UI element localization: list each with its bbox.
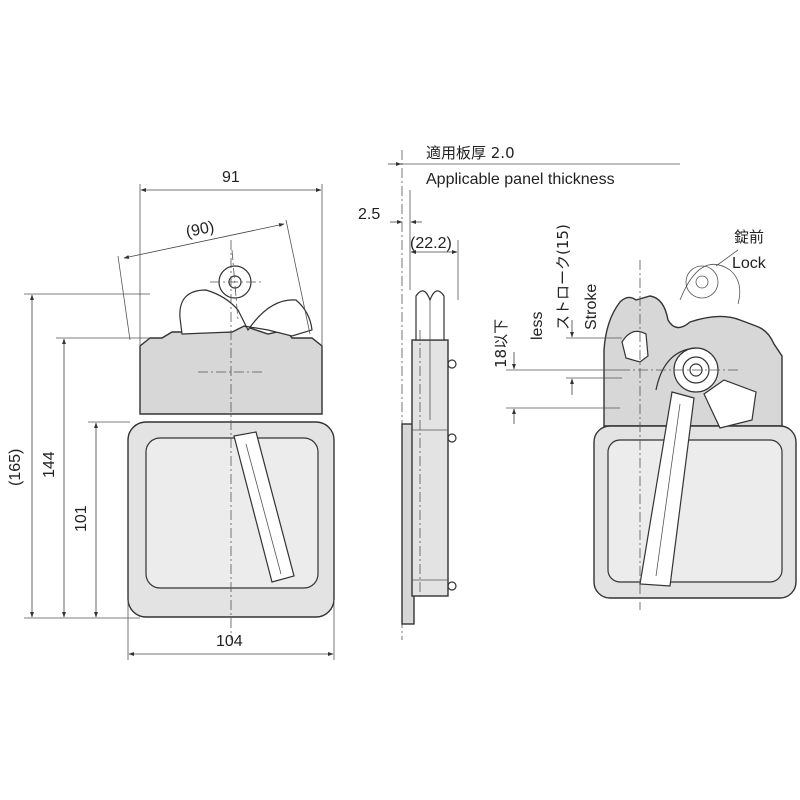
front-handle	[233, 431, 295, 583]
rear-lock-ghost-hole	[695, 275, 709, 289]
rear-lock-leader	[715, 249, 739, 267]
rear-lock-ghost-circle	[685, 265, 719, 299]
side-bolt-2	[447, 433, 457, 443]
rear-stroke-jp: ストローク(15)	[554, 224, 572, 330]
rear-less-en: less	[529, 312, 546, 340]
rear-stroke-en: Stroke	[583, 284, 600, 330]
rear-tray-recess	[607, 439, 783, 583]
rear-lock-ghost-cam	[679, 264, 741, 305]
side-22-text: (22.2)	[410, 235, 452, 252]
front-dim-104-text: 104	[216, 633, 243, 650]
front-handle-line	[245, 443, 282, 575]
front-dim-165-text: (165)	[7, 449, 24, 486]
side-2-5-text: 2.5	[358, 206, 380, 223]
front-rot-ext-left	[117, 255, 131, 341]
rear-arm	[639, 391, 695, 587]
front-dim-rotated-text: (90)	[184, 219, 215, 242]
side-panel-label-jp: 適用板厚 2.0	[426, 144, 515, 162]
rear-view: 錠前 Lock 18以下 less ストローク(15) Stroke	[492, 224, 797, 610]
front-view: (90) 91 104 (165) 144 101	[7, 169, 335, 660]
side-panel-label-en: Applicable panel thickness	[426, 171, 615, 188]
front-centerline-rot	[231, 249, 239, 321]
front-rot-ext-right	[285, 219, 311, 335]
rear-less-jp: 18以下	[492, 319, 510, 368]
front-dim-144-text: 144	[41, 451, 58, 478]
rear-stopper	[621, 330, 649, 363]
side-bolt-3	[447, 581, 457, 591]
rear-arc	[655, 347, 697, 391]
front-dim-91-text: 91	[222, 169, 240, 186]
rear-lock-en: Lock	[732, 255, 767, 272]
front-tray-recess	[145, 437, 319, 589]
rear-lock-jp: 錠前	[734, 228, 764, 246]
front-dim-rotated-line	[123, 223, 285, 259]
rear-arm-slot	[655, 403, 681, 577]
side-view: 適用板厚 2.0 Applicable panel thickness 2.5 …	[358, 144, 680, 640]
rear-bracket	[703, 379, 757, 429]
front-dim-101-text: 101	[73, 505, 90, 532]
side-bolt-1	[447, 359, 457, 369]
front-cam-top	[179, 289, 313, 337]
